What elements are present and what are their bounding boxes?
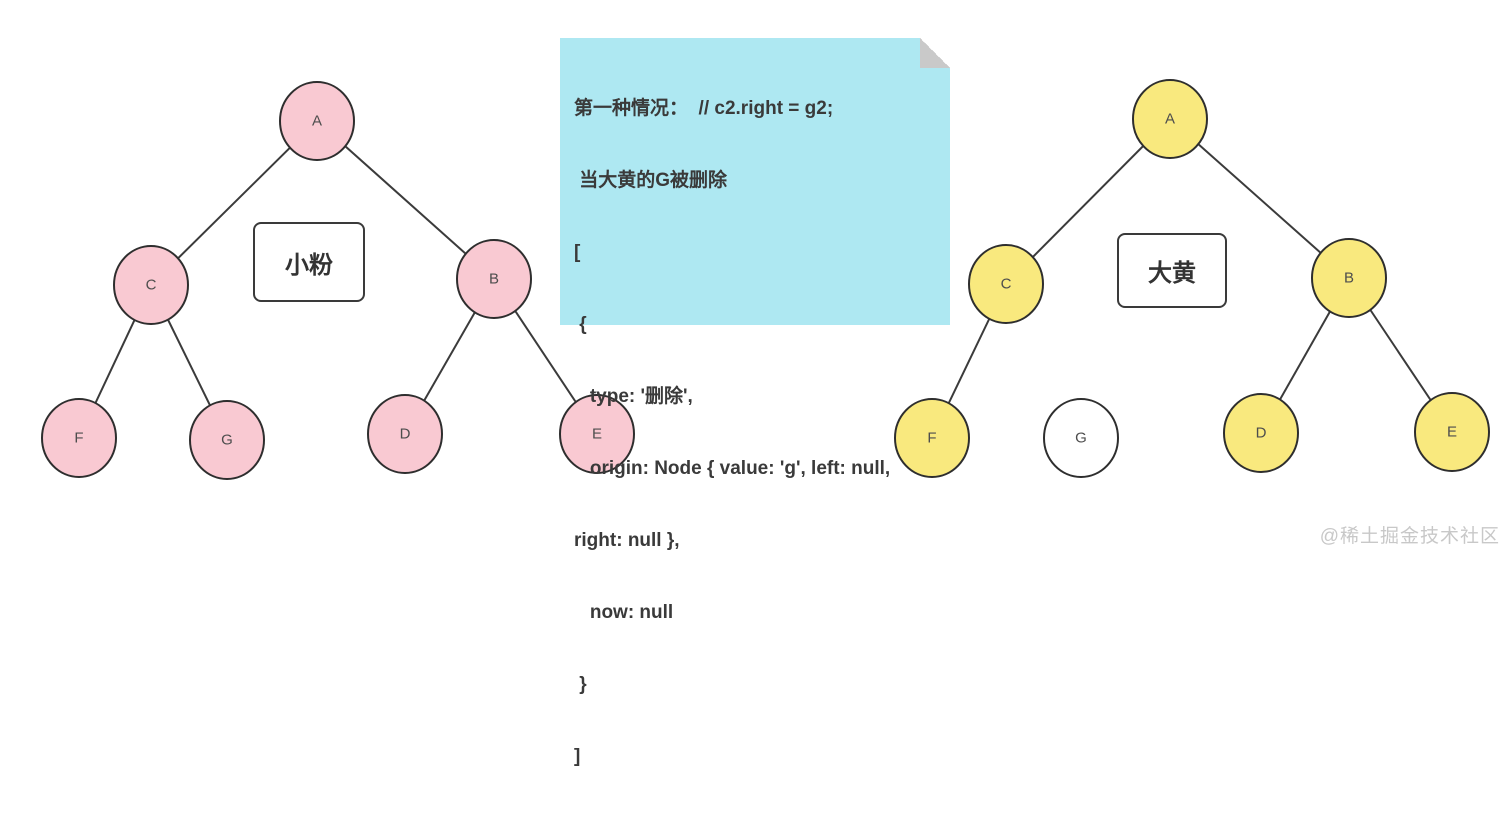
binary-trees-svg: A C B F G D E A C B F G D E (41, 79, 1490, 480)
diagram-canvas: A C B F G D E A C B F G D E 小粉 大黄 第一种情况： // c2.right … (41, 38, 1500, 767)
tree-label-xiaofen: 小粉 (253, 222, 365, 302)
tree-node-dahuang-g (1043, 398, 1119, 478)
tree-node-xiaofen-d (367, 394, 443, 474)
tree-node-xiaofen-c (113, 245, 189, 325)
tree-node-xiaofen-g (189, 400, 265, 480)
note-line: origin: Node { value: 'g', left: null, (574, 458, 891, 479)
tree-node-dahuang-c (968, 244, 1044, 324)
note-line: 第一种情况： // c2.right = g2; (574, 98, 834, 119)
tree-node-xiaofen-b (456, 239, 532, 319)
tree-node-dahuang-f (894, 398, 970, 478)
note-line: 当大黄的G被删除 (574, 170, 728, 191)
tree-node-label-dahuang-f: F (927, 430, 936, 447)
tree-node-label-dahuang-a: A (1165, 111, 1175, 128)
watermark: @稀土掘金技术社区 (1319, 526, 1500, 547)
tree-node-dahuang-a (1132, 79, 1208, 159)
tree-node-dahuang-d (1223, 393, 1299, 473)
tree-node-label-xiaofen-c: C (146, 277, 157, 294)
note-line: now: null (574, 602, 674, 623)
tree-node-label-xiaofen-a: A (312, 113, 322, 130)
note-line: ] (574, 746, 581, 767)
tree-node-xiaofen-e (559, 394, 635, 474)
tree-node-label-xiaofen-g: G (221, 432, 233, 449)
tree-node-label-dahuang-c: C (1001, 276, 1012, 293)
tree-node-label-xiaofen-b: B (489, 271, 499, 288)
tree-node-xiaofen-f (41, 398, 117, 478)
sticky-note: 第一种情况： // c2.right = g2; 当大黄的G被删除 [ { ty… (560, 38, 950, 767)
tree-node-label-dahuang-g: G (1075, 430, 1087, 447)
note-fold-corner-icon (920, 38, 950, 68)
tree-node-label-dahuang-d: D (1256, 425, 1267, 442)
note-line: right: null }, (574, 530, 680, 551)
tree-label-dahuang: 大黄 (1117, 233, 1227, 308)
tree-node-dahuang-e (1414, 392, 1490, 472)
tree-node-dahuang-b (1311, 238, 1387, 318)
note-line: { (574, 314, 587, 335)
tree-node-label-xiaofen-f: F (74, 430, 83, 447)
tree-node-label-xiaofen-e: E (592, 426, 602, 443)
note-line: [ (574, 242, 581, 263)
tree-edge-xiaofen-ab (316, 120, 495, 280)
tree-node-label-dahuang-e: E (1447, 424, 1457, 441)
tree-node-xiaofen-a (279, 81, 355, 161)
note-line: } (574, 674, 587, 695)
note-text: 第一种情况： // c2.right = g2; 当大黄的G被删除 [ { ty… (574, 49, 940, 817)
tree-node-label-dahuang-b: B (1344, 270, 1354, 287)
note-line: type: '删除', (574, 386, 693, 407)
tree-edge-dahuang-ab (1169, 118, 1350, 279)
tree-node-label-xiaofen-d: D (400, 426, 411, 443)
